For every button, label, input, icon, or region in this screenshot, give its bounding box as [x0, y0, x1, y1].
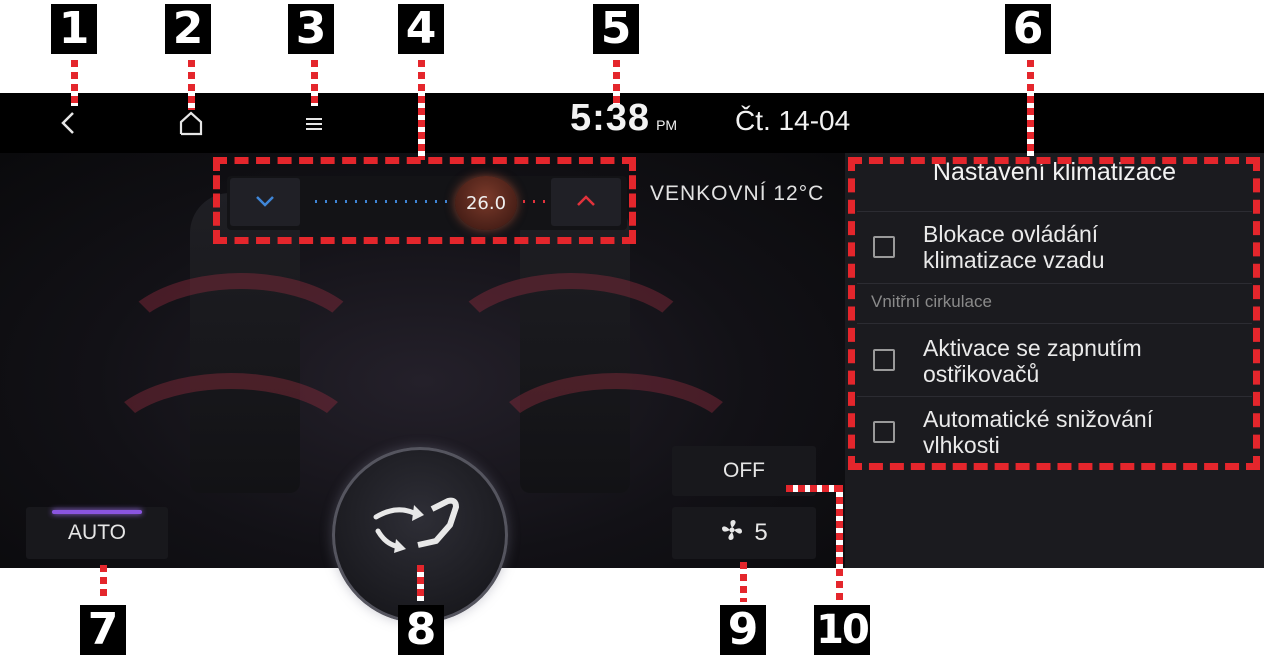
clock: 5:38 PM	[570, 97, 677, 140]
option-label-line: klimatizace vzadu	[923, 247, 1105, 273]
callout-leader	[836, 485, 843, 601]
callout-leader	[613, 60, 620, 104]
temp-value[interactable]: 26.0	[455, 176, 517, 230]
divider	[857, 283, 1252, 284]
checkbox-washer-activation[interactable]	[873, 349, 895, 371]
divider	[857, 396, 1252, 397]
outside-label: VENKOVNÍ	[650, 182, 767, 205]
chevron-down-icon	[254, 193, 276, 212]
callout-leader	[417, 565, 424, 601]
callout-leader	[311, 60, 318, 106]
checkbox-rear-lock[interactable]	[873, 236, 895, 258]
menu-icon[interactable]	[294, 101, 334, 145]
temperature-control: 26.0	[227, 176, 627, 230]
option-auto-dehumidify[interactable]: Automatické snižování vlhkosti	[923, 406, 1243, 458]
option-label-line: vlhkosti	[923, 432, 1000, 458]
callout-leader	[1027, 60, 1034, 156]
option-rear-lock[interactable]: Blokace ovládání klimatizace vzadu	[923, 221, 1243, 273]
callout-box-temperature	[213, 157, 636, 244]
callout-badge: 7	[80, 605, 126, 655]
callout-badge: 8	[398, 605, 444, 655]
callout-box-settings	[848, 157, 1260, 470]
callout-leader	[188, 60, 195, 110]
temp-down-button[interactable]	[230, 178, 300, 226]
callout-badge: 5	[593, 4, 639, 54]
callout-leader	[740, 562, 747, 602]
fan-speed-value: 5	[754, 519, 768, 546]
checkbox-auto-dehumidify[interactable]	[873, 421, 895, 443]
temp-scale-warm	[523, 200, 547, 203]
option-label-line: Automatické snižování	[923, 406, 1154, 432]
option-label-line: Blokace ovládání	[923, 221, 1099, 247]
callout-badge: 1	[51, 4, 97, 54]
callout-leader	[418, 60, 425, 160]
callout-leader	[786, 485, 842, 492]
climate-settings-panel: Nastavení klimatizace Blokace ovládání k…	[845, 153, 1264, 568]
callout-badge: 3	[288, 4, 334, 54]
airflow-mode-icon	[370, 495, 470, 559]
airflow-swirl	[95, 373, 367, 525]
callout-leader	[100, 565, 107, 601]
callout-badge: 9	[720, 605, 766, 655]
temp-scale-cold	[315, 200, 455, 203]
divider	[857, 211, 1252, 212]
callout-badge: 6	[1005, 4, 1051, 54]
date: Čt. 14-04	[735, 105, 851, 136]
back-icon[interactable]	[48, 101, 88, 145]
callout-badge: 4	[398, 4, 444, 54]
home-icon[interactable]	[171, 101, 211, 145]
outside-temperature: VENKOVNÍ 12°C	[650, 182, 824, 206]
fan-icon	[720, 518, 744, 549]
clock-time: 5:38	[570, 97, 651, 139]
fan-speed-button[interactable]: 5	[672, 507, 816, 559]
divider	[857, 323, 1252, 324]
chevron-up-icon	[575, 193, 597, 212]
auto-button[interactable]: AUTO	[26, 507, 168, 559]
option-label-line: Aktivace se zapnutím	[923, 335, 1142, 361]
top-bar: 5:38 PM Čt. 14-04	[0, 93, 1264, 153]
clock-ampm: PM	[656, 117, 678, 133]
callout-badge: 2	[165, 4, 211, 54]
outside-value: 12°C	[773, 182, 825, 205]
callout-badge: 10	[814, 605, 870, 655]
option-label-line: ostřikovačů	[923, 361, 1040, 387]
auto-indicator	[52, 510, 142, 514]
callout-leader	[71, 60, 78, 106]
option-washer-activation[interactable]: Aktivace se zapnutím ostřikovačů	[923, 335, 1243, 387]
temp-up-button[interactable]	[551, 178, 621, 226]
section-label-recirculation: Vnitřní cirkulace	[871, 292, 992, 311]
